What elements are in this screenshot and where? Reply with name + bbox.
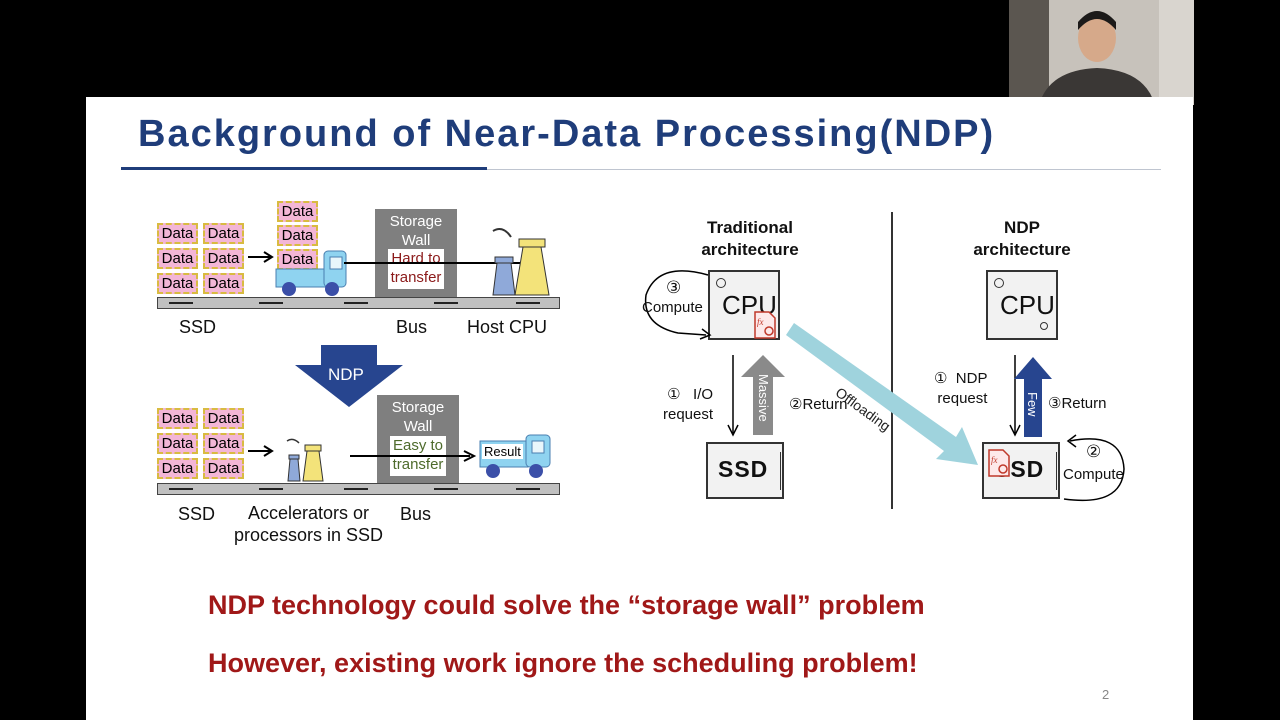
massive-label: Massive bbox=[756, 374, 771, 422]
accelerator-factory-icon bbox=[286, 438, 324, 482]
ssd-label: SSD bbox=[178, 504, 216, 524]
ssd-chip: SSD bbox=[706, 442, 784, 499]
data-box: Data bbox=[203, 433, 244, 454]
bus-dash bbox=[434, 488, 458, 490]
bus-dash bbox=[516, 488, 540, 490]
function-file-icon: fx bbox=[754, 311, 776, 339]
data-box: Data bbox=[157, 273, 198, 294]
bus-dash bbox=[344, 302, 368, 304]
massive-return-arrow bbox=[741, 355, 785, 435]
bus-dash bbox=[169, 488, 193, 490]
few-label: Few bbox=[1025, 392, 1040, 417]
compute-left-number: ③ bbox=[666, 278, 682, 297]
io-request-label: ① I/O request bbox=[663, 386, 714, 423]
title-underline-accent bbox=[121, 167, 487, 170]
arrow-right-icon bbox=[248, 251, 274, 263]
arrow-right-icon bbox=[248, 445, 274, 457]
storage-wall-label: Storage Wall bbox=[391, 399, 445, 435]
ssd-label: SSD bbox=[179, 317, 217, 337]
data-box: Data bbox=[157, 433, 198, 454]
ndp-request-label: ① NDP request bbox=[934, 370, 988, 407]
function-file-icon: fx bbox=[988, 449, 1010, 477]
page-number: 2 bbox=[1102, 687, 1110, 702]
webcam-overlay bbox=[1009, 0, 1194, 105]
slide-title: Background of Near-Data Processing(NDP) bbox=[138, 113, 996, 155]
host-cpu-label: Host CPU bbox=[467, 317, 548, 337]
ndp-arrow-label: NDP bbox=[328, 365, 364, 384]
return-left-label: ②Return bbox=[789, 396, 848, 413]
transfer-arrow bbox=[350, 450, 477, 462]
chip-pin-dot bbox=[994, 278, 1004, 288]
data-box: Data bbox=[157, 223, 198, 244]
bus-dash bbox=[344, 488, 368, 490]
compute-loop-right bbox=[1063, 434, 1125, 502]
io-request-arrow bbox=[727, 355, 739, 437]
data-box: Data bbox=[157, 248, 198, 269]
offloading-arrow bbox=[786, 323, 978, 465]
data-box: Data bbox=[157, 408, 198, 429]
data-box: Data bbox=[277, 249, 318, 270]
ndp-architecture-title: NDP architecture bbox=[973, 218, 1071, 259]
result-label: Result bbox=[482, 444, 523, 459]
host-cpu-factory-icon bbox=[492, 228, 550, 296]
accelerators-label: Accelerators or processors in SSD bbox=[234, 503, 384, 545]
bus-dash bbox=[434, 302, 458, 304]
data-box: Data bbox=[203, 458, 244, 479]
return-right-label: ③Return bbox=[1048, 395, 1107, 412]
data-box: Data bbox=[203, 248, 244, 269]
bus-label: Bus bbox=[400, 504, 432, 524]
compute-right-label: Compute bbox=[1063, 466, 1124, 483]
bus-dash bbox=[516, 302, 540, 304]
data-box: Data bbox=[203, 223, 244, 244]
data-box: Data bbox=[277, 225, 318, 246]
svg-text:fx: fx bbox=[757, 317, 764, 327]
bus-dash bbox=[169, 302, 193, 304]
cpu-chip: CPU bbox=[986, 270, 1058, 340]
svg-text:fx: fx bbox=[991, 455, 998, 465]
message-storage-wall: NDP technology could solve the “storage … bbox=[208, 590, 925, 620]
data-box: Data bbox=[157, 458, 198, 479]
bus-label: Bus bbox=[396, 317, 428, 337]
ndp-down-arrow bbox=[295, 345, 403, 407]
data-box: Data bbox=[203, 273, 244, 294]
ssd-connector bbox=[780, 452, 785, 490]
few-return-arrow bbox=[1014, 357, 1052, 437]
chip-pin-dot bbox=[716, 278, 726, 288]
bus-dash bbox=[259, 488, 283, 490]
chip-pin-dot bbox=[1040, 322, 1048, 330]
ssd-label: SSD bbox=[718, 456, 769, 482]
storage-wall-label: Storage Wall bbox=[389, 213, 443, 249]
truck-icon bbox=[275, 250, 347, 296]
presenter-video bbox=[1009, 0, 1194, 105]
traditional-architecture-title: Traditional architecture bbox=[701, 218, 799, 259]
ndp-request-arrow bbox=[1009, 355, 1021, 437]
divider-line bbox=[891, 212, 893, 509]
data-box: Data bbox=[203, 408, 244, 429]
compute-left-label: Compute bbox=[642, 299, 703, 316]
ssd-connector bbox=[1056, 452, 1061, 490]
compute-loop-left bbox=[644, 270, 712, 340]
hard-to-transfer-label: Hard to transfer bbox=[388, 249, 444, 289]
message-scheduling: However, existing work ignore the schedu… bbox=[208, 648, 918, 678]
title-underline bbox=[487, 169, 1161, 170]
compute-right-number: ② bbox=[1086, 442, 1102, 461]
bus-dash bbox=[259, 302, 283, 304]
data-box: Data bbox=[277, 201, 318, 222]
slide: Background of Near-Data Processing(NDP) … bbox=[86, 97, 1193, 720]
cpu-label: CPU bbox=[1000, 290, 1055, 320]
